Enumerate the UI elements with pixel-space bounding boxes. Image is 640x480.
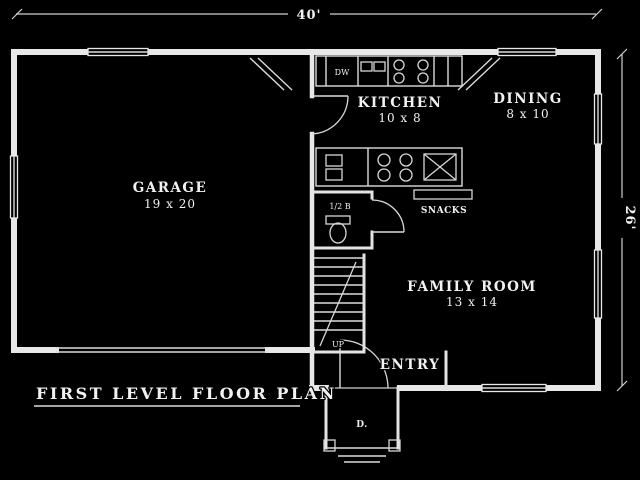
garage-kitchen-door xyxy=(311,95,349,135)
doors xyxy=(249,57,501,389)
half-bath: 1/2 B xyxy=(310,190,405,250)
toilet-icon xyxy=(325,215,351,244)
kitchen-counter: DW xyxy=(315,55,463,87)
dimension-height-label: 26' xyxy=(622,205,637,230)
room-labels: GARAGE 19 x 20 KITCHEN 10 x 8 DINING 8 x… xyxy=(131,90,563,375)
island-hatch xyxy=(423,153,457,181)
interior-walls xyxy=(309,49,448,391)
dining-size: 8 x 10 xyxy=(506,107,549,121)
title-block: FIRST LEVEL FLOOR PLAN xyxy=(34,383,337,407)
kitchen-size: 10 x 8 xyxy=(378,111,421,125)
island-sink-icon xyxy=(325,154,343,181)
dim-tick-left xyxy=(11,8,23,20)
garage-label: GARAGE xyxy=(133,180,208,196)
dimension-width-label: 40' xyxy=(296,8,321,23)
cooktop-icon xyxy=(377,153,413,182)
family-room-size: 13 x 14 xyxy=(446,295,498,309)
porch-label: D. xyxy=(356,420,368,430)
front-door xyxy=(339,339,389,389)
half-bath-label: 1/2 B xyxy=(329,202,350,211)
plan-title: FIRST LEVEL FLOOR PLAN xyxy=(36,384,337,403)
snack-bar-counter xyxy=(413,189,473,200)
dim-tick-right xyxy=(591,8,603,20)
sink-icon xyxy=(360,61,386,72)
window-garage-left xyxy=(9,155,19,219)
window-garage-top xyxy=(87,47,149,57)
garage-service-door xyxy=(249,57,293,91)
stairs-up-label: UP xyxy=(332,340,345,349)
family-room-label: FAMILY ROOM xyxy=(407,279,537,295)
dining-door xyxy=(457,57,501,91)
dishwasher-label: DW xyxy=(335,68,350,77)
range-icon xyxy=(393,59,429,84)
window-family-bottom xyxy=(481,383,547,393)
stairs: UP xyxy=(314,253,366,354)
stair-direction-line xyxy=(319,261,357,347)
dimension-right: 26' xyxy=(616,48,638,392)
window-dining-right xyxy=(593,93,603,145)
kitchen-island: SNACKS xyxy=(315,147,473,217)
porch-post-right xyxy=(388,439,401,452)
bath-door xyxy=(371,199,405,233)
porch-post-left xyxy=(323,439,336,452)
dim-tick-top xyxy=(616,48,628,60)
window-dining-top xyxy=(497,47,557,57)
garage-size: 19 x 20 xyxy=(144,197,196,211)
kitchen-label: KITCHEN xyxy=(358,95,443,111)
window-family-right xyxy=(593,249,603,319)
entry-label: ENTRY xyxy=(380,357,441,373)
dim-tick-bottom xyxy=(616,380,628,392)
porch: D. xyxy=(323,386,401,463)
dining-label: DINING xyxy=(493,91,563,107)
dimension-top: 40' xyxy=(11,7,603,24)
windows xyxy=(9,47,603,393)
snack-bar-label: SNACKS xyxy=(421,206,467,216)
